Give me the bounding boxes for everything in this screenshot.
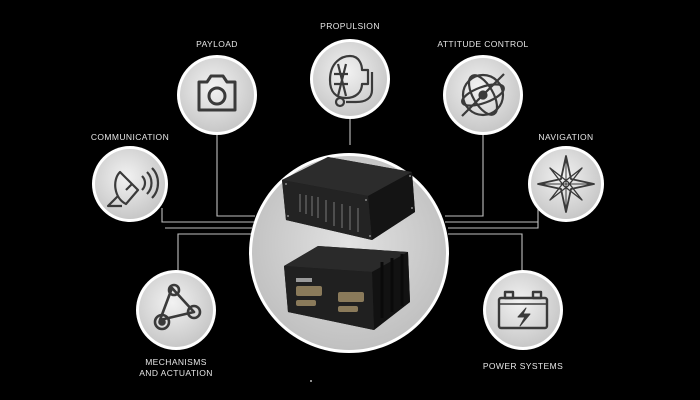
connector-lines [161, 118, 539, 272]
navigation-node [528, 146, 604, 222]
label-propulsion: PROPULSION [320, 21, 380, 31]
central-unit [249, 153, 449, 353]
propulsion-node [310, 39, 390, 119]
avionics-unit-image [282, 157, 415, 330]
satellite-dish-icon [106, 167, 160, 208]
label-communication: COMMUNICATION [90, 132, 170, 142]
label-payload: PAYLOAD [196, 39, 238, 49]
label-power-systems: POWER SYSTEMS [482, 361, 564, 371]
thruster-icon [328, 54, 374, 108]
gyroscope-icon [461, 73, 505, 117]
attitude-control-node [443, 55, 523, 135]
label-attitude-control: ATTITUDE CONTROL [437, 39, 529, 49]
label-navigation: NAVIGATION [538, 132, 594, 142]
payload-node [177, 55, 257, 135]
camera-icon [197, 74, 237, 112]
battery-icon [497, 290, 549, 330]
power-systems-node [483, 270, 563, 350]
mechanisms-and-actuation-node [136, 270, 216, 350]
communication-node [92, 146, 168, 222]
compass-rose-icon [537, 155, 595, 213]
label-mechanisms-and-actuation: MECHANISMS AND ACTUATION [139, 357, 213, 378]
belt-drive-icon [153, 283, 202, 331]
